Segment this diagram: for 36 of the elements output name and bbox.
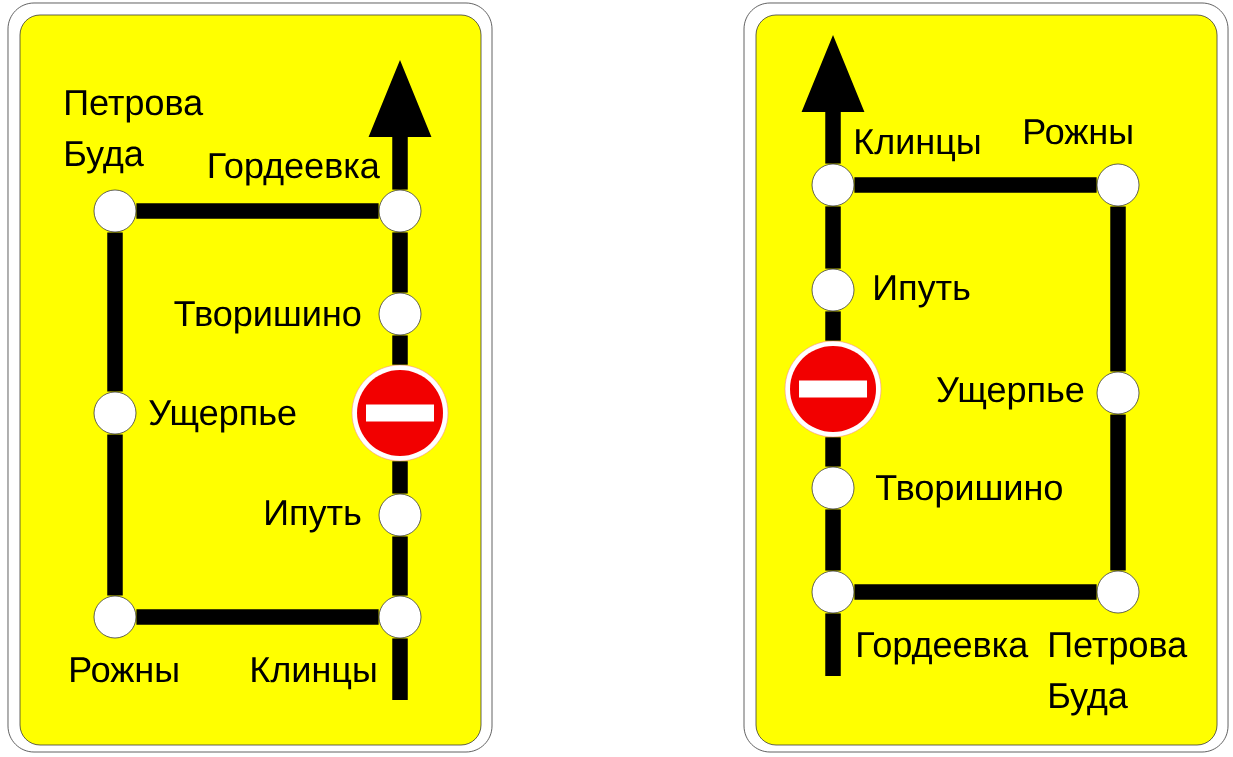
place-name: Ущерпье [937,377,1084,410]
sign-panel [743,2,1229,753]
place-name: Петрова Буда [1050,632,1188,716]
road-line [854,177,1097,193]
road-line [825,613,841,676]
place-name: Творишино [876,475,1062,508]
no-entry-sign [351,364,449,462]
road-line [136,609,379,625]
road-line [392,335,408,365]
place-name: Ипуть [875,275,970,308]
no-entry-sign [784,340,882,438]
place-name: Гордеевка [209,153,380,186]
road-line [392,638,408,700]
place-name: Творишино [174,301,361,334]
place-name: Клинцы [856,129,980,162]
place-name: Рожны [71,657,178,683]
place-name: Гордеевка [858,632,1029,665]
place-name: Петрова Буда [66,90,204,174]
road-line [825,311,841,341]
road-line [107,434,123,596]
road-line [392,536,408,596]
road-line [1110,206,1126,372]
place-name: Клинцы [252,657,376,690]
road-line [107,232,123,392]
road-line [1110,414,1126,571]
place-name: Рожны [1025,119,1132,145]
road-line [392,461,408,494]
road-line [136,203,379,219]
road-line [825,437,841,467]
road-line [392,232,408,293]
road-line [825,509,841,571]
sign-panel [7,2,493,753]
place-name: Ущерпье [149,400,296,433]
road-line [854,584,1097,600]
road-line [825,206,841,269]
place-name: Ипуть [266,500,361,533]
